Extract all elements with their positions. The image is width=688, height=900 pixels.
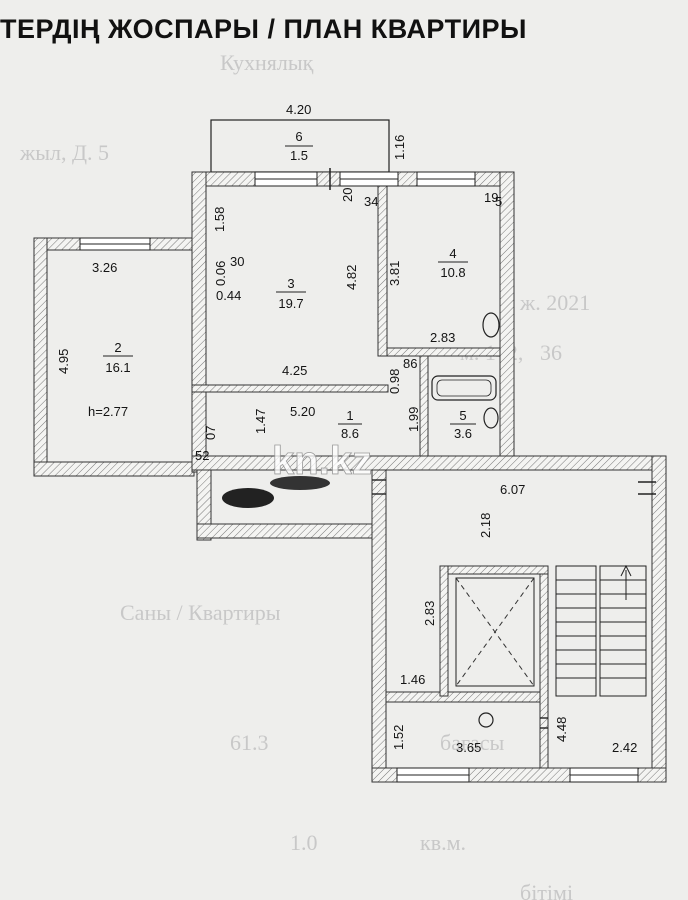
dim-r3-side: 4.82 xyxy=(344,265,359,290)
room-5-number: 5 xyxy=(459,408,466,423)
ghost-text-9: кв.м. xyxy=(420,830,466,855)
stair-arrow-head xyxy=(620,564,632,577)
ghost-text-5: 36 xyxy=(540,340,562,365)
dim-hall-width: 5.20 xyxy=(290,404,315,419)
ghost-text-10: 61.3 xyxy=(230,730,269,755)
room-6-number: 6 xyxy=(295,129,302,144)
room-4-area: 10.8 xyxy=(440,265,465,280)
wall-vest-bottom xyxy=(196,523,378,539)
room-4-number: 4 xyxy=(449,246,456,261)
dim-r2-width: 3.26 xyxy=(92,260,117,275)
lift-cabin xyxy=(455,577,535,687)
wall-r3-r4 xyxy=(377,185,388,357)
dim-balcony-width: 4.20 xyxy=(286,102,311,117)
plan-title: ТЕРДІҢ ЖОСПАРЫ / ПЛАН КВАРТИРЫ xyxy=(0,14,527,44)
wall-stair-left xyxy=(371,469,387,783)
wall-lift-right xyxy=(539,569,549,769)
bathtub xyxy=(431,375,497,401)
dim-r4-width: 2.83 xyxy=(430,330,455,345)
watermark-logo: kn.kz xyxy=(272,439,372,483)
lift-shaft xyxy=(455,577,535,687)
wall-r3-hall xyxy=(191,384,389,393)
ceiling-height: h=2.77 xyxy=(88,404,128,419)
wall-stair-right xyxy=(651,455,667,783)
wall-r2-left xyxy=(33,237,48,477)
room-1-area: 8.6 xyxy=(341,426,359,441)
windows xyxy=(79,171,639,783)
dim-low-left: 1.52 xyxy=(391,725,406,750)
dim-lift-height: 2.83 xyxy=(422,601,437,626)
dim-hall-height: 1.47 xyxy=(253,409,268,434)
staircase xyxy=(555,564,647,697)
dim-low-mid: 3.65 xyxy=(456,740,481,755)
stair-flight-right xyxy=(599,565,647,697)
bathtub-outline xyxy=(431,375,497,401)
room-5-area: 3.6 xyxy=(454,426,472,441)
dim-r4-corner-b: 34 xyxy=(364,194,378,209)
wall-middle xyxy=(191,455,667,471)
sink-icon xyxy=(482,312,500,338)
dim-stair-width: 6.07 xyxy=(500,482,525,497)
room-3-number: 3 xyxy=(287,276,294,291)
dim-r3-top: 1.58 xyxy=(212,207,227,232)
wall-lift-bottom xyxy=(385,691,545,703)
dimension-labels: 4.20 1.16 1.58 0.06 30 0.44 4.82 4.25 3.… xyxy=(56,102,637,755)
dim-r3-bottom: 4.25 xyxy=(282,363,307,378)
dim-hall-small: 07 xyxy=(203,426,218,440)
wall-lift-top xyxy=(439,565,549,575)
dim-stair-height: 2.18 xyxy=(478,513,493,538)
room-labels: 6 1.5 2 16.1 3 19.7 4 10.8 5 3.6 1 8.6 h… xyxy=(88,129,476,441)
room-2-number: 2 xyxy=(114,340,121,355)
ghost-text-2: жыл, Д. 5 xyxy=(19,140,109,165)
ghost-text-6: Саны / Квартиры xyxy=(120,600,281,625)
room-6-area: 1.5 xyxy=(290,148,308,163)
wall-bath-left xyxy=(419,355,429,461)
chute-icon xyxy=(478,712,494,728)
wall-right xyxy=(499,171,515,463)
toilet-icon xyxy=(483,407,499,429)
wall-r4-bath xyxy=(386,347,501,357)
dim-bath-width: 86 xyxy=(403,356,417,371)
door-marks xyxy=(372,479,656,729)
wall-r2-bottom xyxy=(33,461,195,477)
dim-lift-width: 1.46 xyxy=(400,672,425,687)
dim-r4-corner-d: 5 xyxy=(495,194,502,209)
dim-low-height: 4.48 xyxy=(554,717,569,742)
dim-hall-corner: 52 xyxy=(195,448,209,463)
ghost-text-8: 1.0 xyxy=(290,830,318,855)
dim-r4-height: 3.81 xyxy=(387,261,402,286)
bathtub-inner xyxy=(436,379,492,397)
dim-r3-small2: 30 xyxy=(230,254,244,269)
lift-cross-b xyxy=(455,577,535,687)
dim-r2-height: 4.95 xyxy=(56,349,71,374)
dim-r3-note: 0.44 xyxy=(216,288,241,303)
dim-bath-gap: 0.98 xyxy=(387,369,402,394)
ghost-text-3: ж. 2021 xyxy=(519,290,590,315)
redacted-mark-b xyxy=(270,476,330,490)
ghost-text-7: бағасы xyxy=(440,730,505,755)
dim-r4-corner-a: 20 xyxy=(340,188,355,202)
stair-flight-left xyxy=(555,565,597,697)
wall-vest-left xyxy=(196,469,212,541)
room-2-area: 16.1 xyxy=(105,360,130,375)
redacted-mark-a xyxy=(222,488,274,508)
ghost-text-11: бітімі xyxy=(520,880,573,900)
dim-r4-corner-c: 19 xyxy=(484,190,498,205)
room-1-number: 1 xyxy=(346,408,353,423)
dim-r3-small: 0.06 xyxy=(213,261,228,286)
dim-low-right: 2.42 xyxy=(612,740,637,755)
ghost-text-1: Кухнялық xyxy=(220,50,314,75)
dim-balcony-depth: 1.16 xyxy=(392,135,407,160)
room-3-area: 19.7 xyxy=(278,296,303,311)
wall-lift-left xyxy=(439,565,449,697)
dim-bath-height: 1.99 xyxy=(406,407,421,432)
